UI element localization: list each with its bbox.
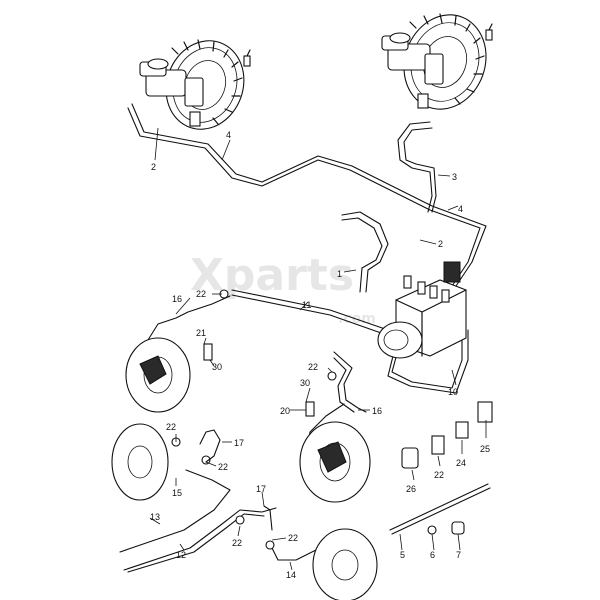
- callout-label: 2: [438, 239, 443, 249]
- callout-label: 2: [151, 162, 156, 172]
- callout-label: 16: [172, 294, 182, 304]
- callout-label: 22: [196, 289, 206, 299]
- callout-label: 17: [234, 438, 244, 448]
- callout-label: 11: [302, 300, 311, 310]
- brake-disc-rear-right: [312, 528, 378, 600]
- callout-label: 30: [300, 378, 310, 388]
- callout-label: 6: [430, 550, 435, 560]
- callout-label: 22: [308, 362, 318, 372]
- brake-disc-rear-left: [111, 423, 169, 501]
- fitting-6: [427, 525, 437, 535]
- abs-hydraulic-unit: [377, 261, 467, 359]
- callout-label: 5: [400, 550, 405, 560]
- callout-label: 20: [280, 406, 290, 416]
- callout-label: 22: [288, 533, 298, 543]
- callout-label: 10: [448, 387, 458, 397]
- callout-label: 3: [452, 172, 457, 182]
- callout-label: 17: [256, 484, 266, 494]
- brake-pipes: [119, 103, 487, 573]
- callout-label: 15: [172, 488, 182, 498]
- cable-5: [389, 483, 491, 535]
- callout-label: 22: [232, 538, 242, 548]
- callout-label: 24: [456, 458, 466, 468]
- callout-label: 22: [434, 470, 444, 480]
- brake-booster-right: [381, 13, 493, 110]
- callout-label: 12: [176, 550, 186, 560]
- leader-lines: [149, 127, 487, 571]
- brake-disc-front-left: [125, 337, 191, 413]
- hose-17-lower: [263, 505, 273, 531]
- callout-label: 7: [456, 550, 461, 560]
- watermark-logo: Xparts: [190, 250, 354, 301]
- callout-label: 30: [212, 362, 222, 372]
- callout-label: 4: [226, 130, 231, 140]
- hose-17-upper: [199, 429, 221, 463]
- fitting-7: [451, 521, 465, 535]
- callout-label: 26: [406, 484, 416, 494]
- callout-label: 16: [372, 406, 382, 416]
- callout-label: 22: [218, 462, 228, 472]
- callout-label: 13: [150, 512, 160, 522]
- callout-label: 25: [480, 444, 490, 454]
- callout-label: 14: [286, 570, 296, 580]
- callout-label: 21: [196, 328, 206, 338]
- callout-label: 4: [458, 204, 463, 214]
- brake-disc-front-right: [299, 421, 371, 503]
- callout-label: 1: [337, 269, 342, 279]
- brake-booster-left: [139, 39, 251, 130]
- callout-label: 22: [166, 422, 176, 432]
- callout-labels: 2 4 3 4 2 1 11 16 22 21 30 22 10 30 20 1…: [150, 130, 490, 580]
